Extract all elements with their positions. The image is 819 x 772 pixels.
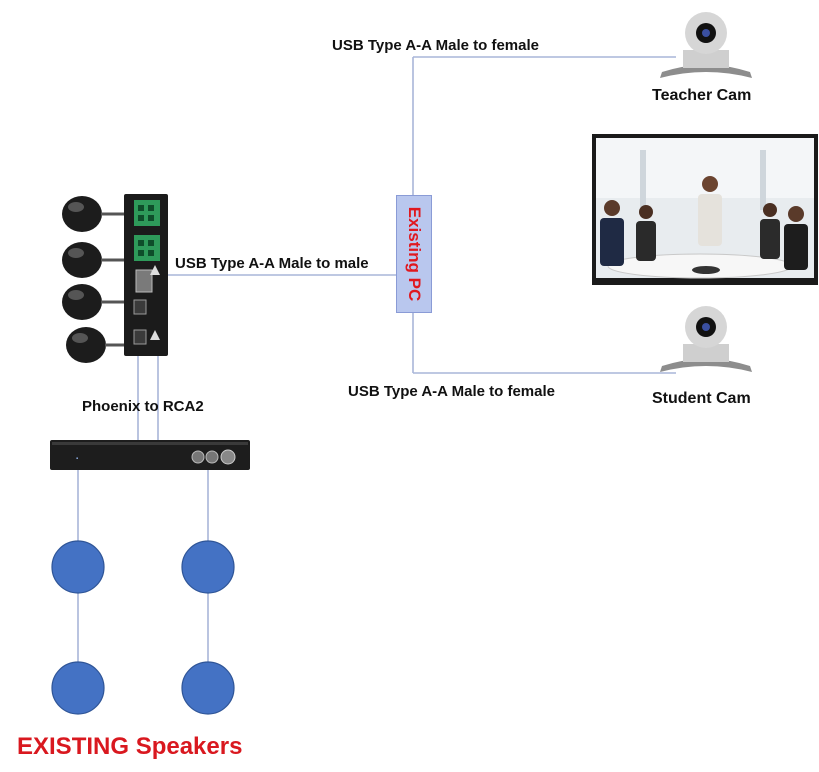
microphone-icon: [62, 242, 124, 278]
usb-bottom-label: USB Type A-A Male to female: [348, 383, 555, 400]
speaker-icon: [181, 661, 235, 715]
microphone-icon: [62, 284, 124, 320]
display-icon: [592, 134, 818, 285]
microphone-icon: [66, 327, 124, 363]
teacher-cam-label: Teacher Cam: [652, 87, 752, 104]
existing-pc-box: Existing PC: [396, 195, 432, 313]
microphone-icon: [62, 196, 124, 232]
camera-icon: [660, 12, 752, 78]
speaker-icon: [181, 540, 235, 594]
speaker-icon: [51, 540, 105, 594]
usb-mid-label: USB Type A-A Male to male: [175, 255, 369, 272]
usb-top-label: USB Type A-A Male to female: [332, 37, 539, 54]
connector-lines: [77, 56, 676, 690]
speakers-title: EXISTING Speakers: [17, 733, 243, 760]
audio-processor-icon: [124, 194, 168, 356]
amplifier-icon: ▪: [50, 440, 250, 470]
phoenix-label: Phoenix to RCA2: [82, 398, 204, 415]
speaker-icon: [51, 661, 105, 715]
camera-icon: [660, 306, 752, 372]
svg-text:▪: ▪: [76, 456, 78, 462]
student-cam-label: Student Cam: [652, 390, 751, 407]
existing-pc-label: Existing PC: [405, 206, 424, 302]
